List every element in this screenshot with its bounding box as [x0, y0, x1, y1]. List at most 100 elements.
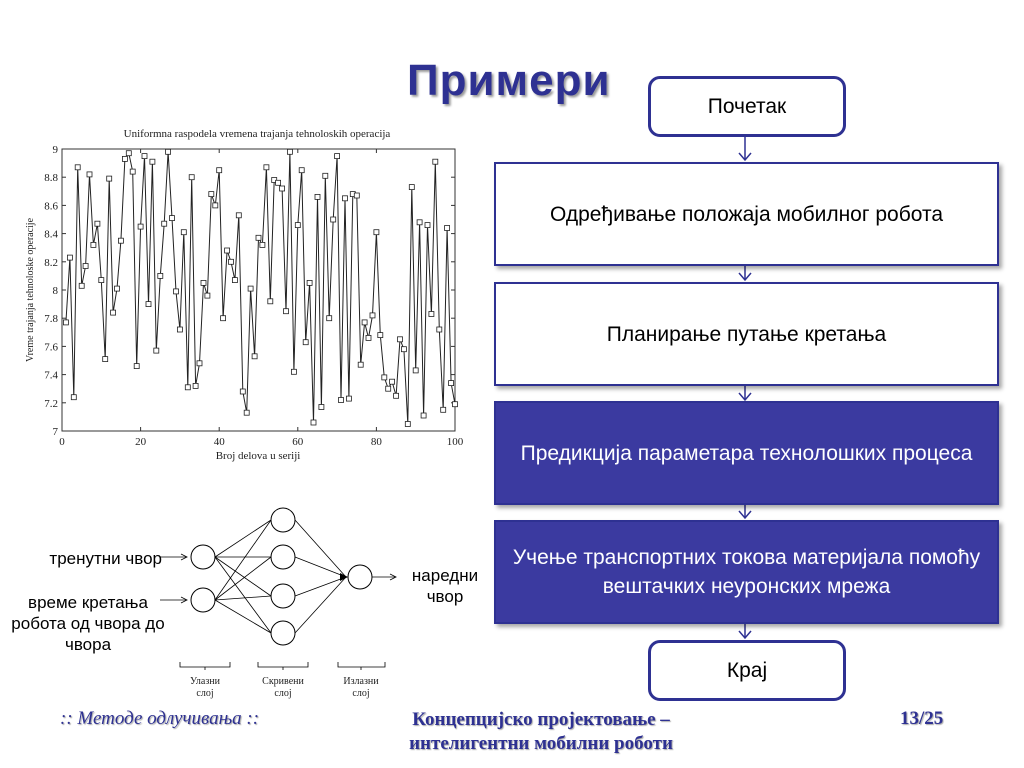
data-point [416, 219, 423, 226]
data-point [125, 150, 132, 157]
data-point [306, 279, 313, 286]
data-point [393, 392, 400, 399]
y-tick-label: 8.8 [44, 172, 58, 184]
data-point [200, 279, 207, 286]
input-neuron [190, 544, 216, 570]
x-tick-label: 80 [371, 436, 383, 448]
data-point [263, 164, 270, 171]
data-point [180, 229, 187, 236]
data-point [357, 361, 364, 368]
data-point [204, 292, 211, 299]
y-axis-label: Vreme trajanja tehnoloske operacije [25, 217, 36, 362]
data-point [397, 336, 403, 343]
data-point [94, 220, 101, 227]
x-tick-label: 40 [214, 436, 226, 448]
data-point [169, 215, 175, 221]
data-point [412, 367, 419, 374]
data-point [428, 311, 435, 317]
data-point [192, 382, 199, 389]
data-point [267, 298, 274, 305]
y-tick-label: 8.6 [44, 200, 58, 212]
plot-frame [61, 148, 456, 432]
nn-input-current-node: тренутни чвор [49, 549, 162, 568]
data-point [102, 356, 109, 363]
data-point [137, 223, 144, 230]
data-point [133, 363, 140, 370]
data-point [74, 164, 81, 171]
hidden-neuron [270, 544, 296, 570]
data-point [251, 353, 258, 360]
data-point [342, 195, 348, 202]
data-point [212, 202, 219, 209]
data-point [322, 172, 329, 179]
data-point [283, 308, 289, 315]
data-point [385, 385, 392, 392]
y-tick-label: 7.2 [44, 398, 58, 410]
data-point [114, 285, 120, 292]
y-tick-label: 7 [53, 426, 59, 438]
hidden-neuron [270, 620, 296, 646]
data-point [448, 380, 455, 387]
footer-course: :: Методе одлучивања :: [60, 708, 260, 729]
input-neuron [190, 587, 216, 613]
data-point [208, 191, 215, 197]
data-point [67, 254, 73, 261]
data-point [184, 384, 191, 391]
data-point [436, 326, 443, 333]
data-point [188, 174, 195, 181]
data-point [440, 406, 447, 413]
data-point [290, 368, 297, 375]
chart-title: Uniformna raspodela vremena trajanja teh… [124, 128, 391, 140]
data-point [404, 421, 411, 427]
x-tick-label: 0 [59, 436, 65, 448]
footer-page-number: 13/25 [900, 708, 944, 729]
data-point [452, 401, 458, 408]
output-neuron [347, 564, 373, 590]
flow-start: Почетак [648, 76, 846, 137]
data-point [86, 171, 93, 178]
y-tick-label: 7.8 [44, 313, 58, 325]
data-point [286, 148, 293, 155]
data-point [176, 326, 183, 333]
data-point [338, 397, 344, 403]
data-point [334, 153, 341, 159]
flow-step-localization: Одређивање положаја мобилног робота [494, 162, 999, 266]
data-point [420, 412, 427, 419]
x-axis-label: Broj delova u seriji [216, 450, 301, 462]
data-point [326, 315, 333, 322]
data-point [365, 334, 372, 341]
data-point [63, 319, 69, 326]
data-point [381, 374, 388, 381]
data-point [196, 360, 203, 367]
data-point [118, 237, 124, 244]
flow-step-path-planning: Планирање путање кретања [494, 282, 999, 386]
data-point [110, 309, 116, 316]
x-tick-label: 100 [447, 436, 464, 448]
data-point [259, 242, 266, 248]
data-point [243, 409, 250, 416]
data-point [345, 395, 352, 402]
data-point [157, 272, 164, 279]
data-point [90, 242, 97, 248]
data-point [330, 216, 337, 223]
data-point [310, 419, 317, 426]
y-tick-label: 9 [53, 144, 59, 156]
y-tick-label: 8.4 [44, 229, 58, 241]
data-point [153, 347, 160, 354]
data-point [302, 339, 309, 346]
data-point [275, 179, 282, 186]
data-point [389, 378, 396, 385]
flow-end: Крај [648, 640, 846, 701]
data-point [408, 184, 415, 190]
data-point [314, 194, 321, 200]
data-point [298, 167, 305, 174]
y-tick-label: 8 [53, 285, 59, 297]
data-point [377, 332, 384, 339]
x-tick-label: 20 [135, 436, 147, 448]
data-point [361, 319, 368, 326]
data-point [165, 148, 172, 155]
data-point [353, 192, 360, 199]
